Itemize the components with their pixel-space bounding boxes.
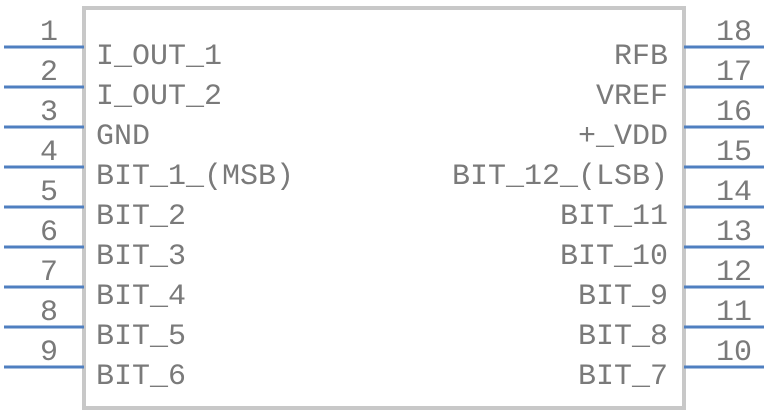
pin-12-label: BIT_9 <box>578 280 668 314</box>
component-body <box>82 6 686 410</box>
pin-11-number: 11 <box>716 296 752 330</box>
pin-14-label: BIT_11 <box>560 200 668 234</box>
pin-15-label: BIT_12_(LSB) <box>452 160 668 194</box>
pin-4-number: 4 <box>40 136 58 170</box>
pin-16-label: +_VDD <box>578 120 668 154</box>
pin-2-number: 2 <box>40 56 58 90</box>
pin-9-number: 9 <box>40 336 58 370</box>
pin-3-number: 3 <box>40 96 58 130</box>
pin-11-label: BIT_8 <box>578 320 668 354</box>
pin-3-label: GND <box>96 120 150 154</box>
pin-5-number: 5 <box>40 176 58 210</box>
pin-7-label: BIT_4 <box>96 280 186 314</box>
pin-17-number: 17 <box>716 56 752 90</box>
pin-18-label: RFB <box>614 40 668 74</box>
pin-10-number: 10 <box>716 336 752 370</box>
pin-9-label: BIT_6 <box>96 360 186 394</box>
pin-14-number: 14 <box>716 176 752 210</box>
pin-4-label: BIT_1_(MSB) <box>96 160 294 194</box>
pin-1-number: 1 <box>40 16 58 50</box>
pin-8-label: BIT_5 <box>96 320 186 354</box>
pin-8-number: 8 <box>40 296 58 330</box>
pin-18-number: 18 <box>716 16 752 50</box>
pin-2-label: I_OUT_2 <box>96 80 222 114</box>
pin-13-label: BIT_10 <box>560 240 668 274</box>
pin-13-number: 13 <box>716 216 752 250</box>
pin-16-number: 16 <box>716 96 752 130</box>
pin-1-label: I_OUT_1 <box>96 40 222 74</box>
pin-7-number: 7 <box>40 256 58 290</box>
pin-6-label: BIT_3 <box>96 240 186 274</box>
pin-6-number: 6 <box>40 216 58 250</box>
pin-5-label: BIT_2 <box>96 200 186 234</box>
pin-15-number: 15 <box>716 136 752 170</box>
pin-17-label: VREF <box>596 80 668 114</box>
pin-10-label: BIT_7 <box>578 360 668 394</box>
pin-12-number: 12 <box>716 256 752 290</box>
